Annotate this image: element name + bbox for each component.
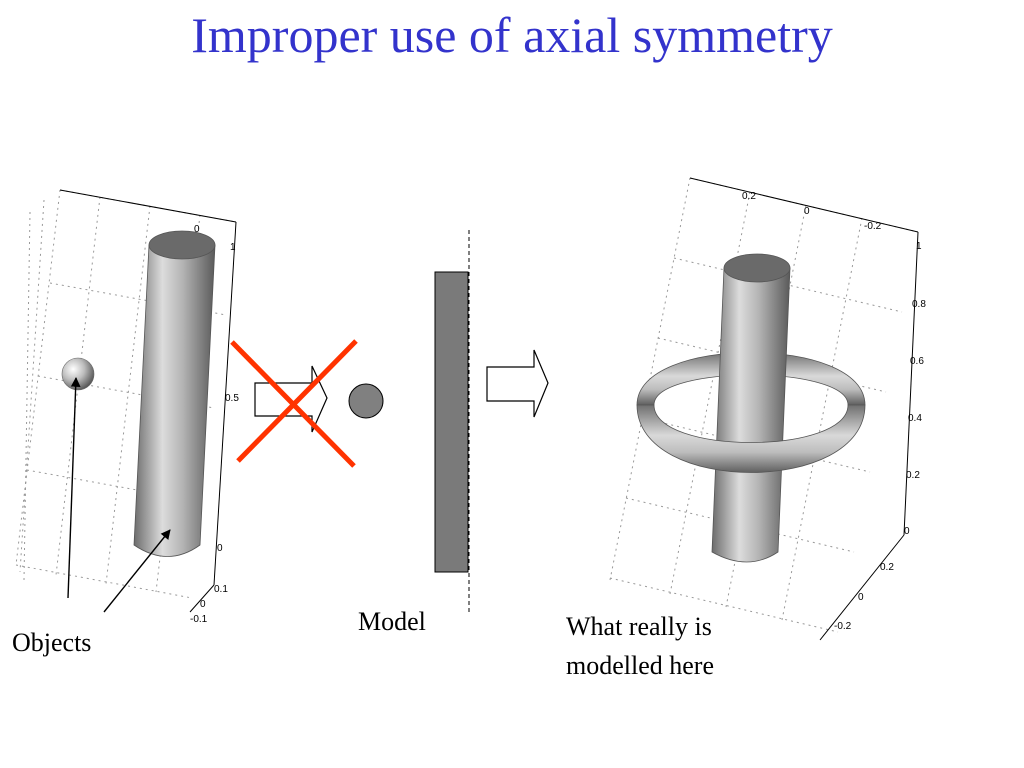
- model-group: [434, 230, 470, 612]
- pointer-to-cylinder: [103, 529, 171, 613]
- right-tick-right-5: 0: [904, 526, 910, 537]
- cross-mark-line-2: [236, 339, 358, 463]
- torus-front: [636, 404, 866, 473]
- crossed-arrow-group: [230, 339, 384, 468]
- right-plot-axes: [689, 177, 919, 641]
- model-label: Model: [358, 607, 426, 636]
- left-tick-right-1: 0.5: [225, 393, 239, 404]
- slide-title: Improper use of axial symmetry: [191, 7, 833, 63]
- right-plot: 0.2 0 -0.2 1 0.8 0.6 0.4 0.2 0 0.2 0 -0.…: [609, 177, 926, 641]
- left-tick-bottom-1: 0: [200, 599, 206, 610]
- right-tick-right-1: 0.8: [912, 299, 926, 310]
- left-tick-right-2: 0: [217, 543, 223, 554]
- really-modelled-label-line2: modelled here: [566, 651, 714, 680]
- right-tick-top-2: -0.2: [864, 221, 882, 232]
- right-tick-bottom-2: -0.2: [834, 621, 852, 632]
- left-tick-right-0: 1: [230, 242, 236, 253]
- left-tick-top-0: 0: [194, 224, 200, 235]
- right-tick-bottom-1: 0: [858, 592, 864, 603]
- right-tick-top-1: 0: [804, 206, 810, 217]
- left-sphere: [61, 357, 95, 391]
- right-tick-right-4: 0.2: [906, 470, 920, 481]
- model-rectangle: [434, 271, 469, 573]
- right-tick-right-0: 1: [916, 241, 922, 252]
- left-plot-axes: [59, 189, 237, 613]
- right-tick-right-2: 0.6: [910, 356, 924, 367]
- cross-section-circle-icon: [348, 383, 384, 419]
- left-cylinder: [133, 230, 216, 557]
- objects-label: Objects: [12, 628, 92, 657]
- right-tick-right-3: 0.4: [908, 413, 922, 424]
- right-cylinder: [711, 253, 791, 563]
- block-arrow-right: [486, 349, 549, 418]
- left-plot-ticks: 0 1 0.5 0 0.1 0 -0.1: [190, 224, 239, 625]
- really-modelled-label-line1: What really is: [566, 612, 712, 641]
- left-tick-bottom-2: -0.1: [190, 614, 208, 625]
- left-plot: 0 1 0.5 0 0.1 0 -0.1: [15, 189, 239, 625]
- left-tick-bottom-0: 0.1: [214, 584, 228, 595]
- right-plot-ticks: 0.2 0 -0.2 1 0.8 0.6 0.4 0.2 0 0.2 0 -0.…: [742, 191, 926, 632]
- left-plot-grid: [15, 189, 237, 599]
- object-pointers: [67, 377, 171, 613]
- right-tick-top-0: 0.2: [742, 191, 756, 202]
- right-tick-bottom-0: 0.2: [880, 562, 894, 573]
- pointer-to-sphere: [67, 377, 81, 599]
